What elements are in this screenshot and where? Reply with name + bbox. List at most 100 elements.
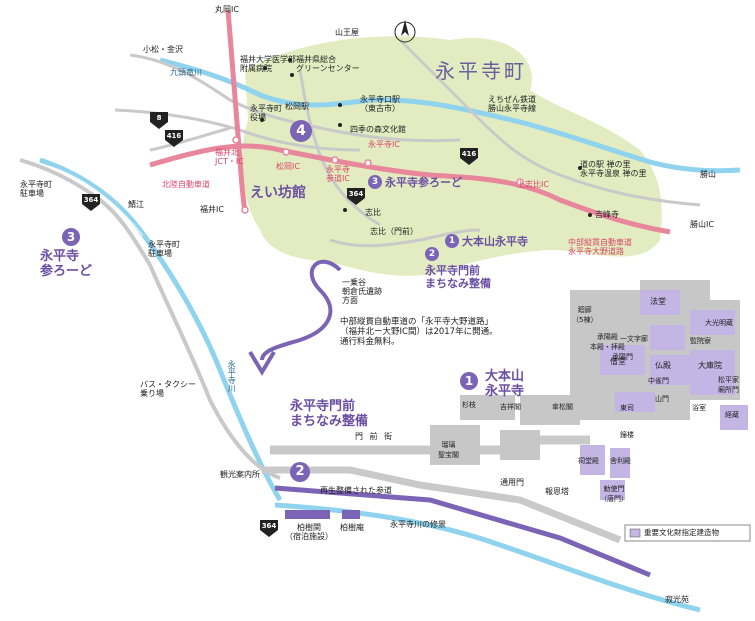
spot-3-big-title: 永平寺 参ろーど <box>40 249 93 279</box>
label-kanko: 観光案内所 <box>220 470 260 479</box>
label-fukui-green: 福井県総合 グリーンセンター <box>296 55 360 74</box>
label-matsuoka-station: 松岡駅 <box>285 102 309 111</box>
label-yamanouchi: 山王屋 <box>335 28 359 37</box>
temple-chuiomon: 中雀門 <box>648 377 669 385</box>
temple-tosu: 東司 <box>620 404 634 412</box>
label-kuzuryu-river: 九頭竜川 <box>170 68 202 77</box>
spot-1-big-marker: 1 <box>460 372 478 390</box>
spot-2-marker: 2 <box>425 247 439 261</box>
road-upper-1 <box>129 53 461 143</box>
spot-2-big-marker: 2 <box>290 462 310 482</box>
label-eiheiji-ic: 永平寺IC <box>368 140 400 149</box>
temple-shariden: 舎利殿 <box>610 457 631 465</box>
label-town-office: 永平寺町 役場 <box>250 104 282 123</box>
kashiwa-kaku-bldg <box>285 510 330 519</box>
spot-2-title: 永平寺門前 まちなみ整備 <box>425 264 491 291</box>
guide-arrow <box>260 259 342 361</box>
label-yoshimine: 吉峰寺 <box>595 210 619 219</box>
temple-sudo: 祠堂殿 <box>578 457 599 465</box>
label-fukui-ic: 福井IC <box>200 205 224 214</box>
label-ichijodani: 一乗谷 朝倉氏遺跡 方面 <box>342 278 382 306</box>
legend-label: 重要文化財指定建造物 <box>644 528 719 537</box>
temple-daikomyozo: 大光明蔵 <box>705 319 733 327</box>
label-hojo: 報恩塔 <box>545 487 569 496</box>
label-matsuoka-ic: 松岡IC <box>276 162 300 171</box>
route-364b-number: 364 <box>83 196 99 204</box>
route-364a-number: 364 <box>348 190 364 198</box>
spot-4-title: えい坊館 <box>250 185 306 201</box>
north-arrow <box>394 20 416 43</box>
label-parking: 永平寺町 駐車場 <box>148 240 180 259</box>
label-kashiwa-an: 柏樹庵 <box>340 523 364 532</box>
temple-matsudaira: 松平家 廟所門 <box>718 376 739 394</box>
town-name: 永平寺町 <box>435 59 527 83</box>
temple-dairi: 大庫院 <box>698 361 722 370</box>
route-364a-shield: 364 <box>345 186 367 206</box>
label-eiheiji-river: 永平寺川 <box>227 360 237 392</box>
temple-yokushitsu: 浴室 <box>692 404 706 412</box>
road-to-temple <box>329 228 481 248</box>
road-upper-3 <box>149 126 231 152</box>
label-kamishihi-ic: 上志比IC <box>517 180 549 189</box>
temple-ichimonjiro: 一文字廊 <box>620 335 648 343</box>
label-monzen-street: 門 前 街 <box>355 432 395 441</box>
temple-chokushimon: 勅使門 （唐門） <box>600 485 628 503</box>
route-364-left <box>19 158 281 480</box>
label-maruoka-ic: 丸岡IC <box>215 5 239 14</box>
kuzuryu-river <box>159 57 741 174</box>
route-416a-shield: 416 <box>163 128 185 148</box>
spot-1-big-title: 大本山 永平寺 <box>485 369 525 399</box>
route-364c-shield: 364 <box>258 518 280 538</box>
sando-road <box>262 466 622 544</box>
cultural-properties <box>580 290 748 500</box>
label-jakkoen: 寂光苑 <box>665 595 689 604</box>
spot-2-big-title: 永平寺門前 まちなみ整備 <box>290 399 369 429</box>
label-chubu-jukan: 中部縦貫自動車道 永平寺大野道路 <box>568 238 632 257</box>
label-koyoshi: 志比 <box>365 208 381 217</box>
label-kashiwa-kaku: 柏樹関 （宿泊施設） <box>285 523 333 542</box>
label-sabae: 鯖江 <box>128 200 144 209</box>
label-fukui-univ: 福井大学医学部 附属病院 <box>240 55 296 74</box>
route-416a-number: 416 <box>166 132 182 140</box>
label-tsuyo: 通用門 <box>500 478 524 487</box>
label-hokuriku-exp: 北陸自動車道 <box>162 180 210 189</box>
spot-3-title: 永平寺参ろーど <box>385 176 462 189</box>
hokuriku-expressway <box>225 9 248 213</box>
label-komatsu: 小松・金沢 <box>143 45 183 54</box>
legend-box <box>624 524 751 542</box>
temple-sanshoro: 傘松閣 <box>552 403 573 411</box>
spot-1-title: 大本山永平寺 <box>462 235 528 248</box>
temple-kyozo: 経蔵 <box>725 411 739 419</box>
route-364b-shield: 364 <box>80 192 102 212</box>
temple-teikyo: 瑠璃 聖宝閣 <box>438 441 459 459</box>
label-michinoeki: 道の駅 禅の里 永平寺温泉 禅の里 <box>580 160 647 179</box>
label-parking-left: 永平寺町 駐車場 <box>20 180 52 199</box>
temple-joyoden: 承陽殿 本殿・拝殿 <box>590 333 625 351</box>
temple-kichijokaku: 吉祥閣 <box>500 403 521 411</box>
eiheiji-river <box>39 157 283 502</box>
label-shiki-no-mori: 四季の森文化館 <box>350 125 406 134</box>
restored-sando-purple <box>274 485 651 578</box>
spot-4-marker: 4 <box>290 120 312 142</box>
eiheiji-river-lower <box>274 502 701 613</box>
temple-butsuden: 仏殿 <box>655 361 671 370</box>
label-bus-taxi: バス・タクシー 乗り場 <box>140 380 196 399</box>
temple-hatto: 法堂 <box>650 297 666 306</box>
temple-sugichi: 杉枝 <box>462 401 476 409</box>
label-eiheiji-guchi: 永平寺口駅 （東古市） <box>360 95 400 114</box>
spot-1-marker: 1 <box>445 234 459 248</box>
chubu-jukan-expressway <box>149 143 671 235</box>
temple-shoro: 鐘楼 <box>620 431 634 439</box>
temple-sanmon: 山門 <box>655 395 669 403</box>
route-364c-number: 364 <box>261 522 277 530</box>
temple-shoyomon: 承陽門 <box>612 353 633 361</box>
eiheiji-town-area <box>242 36 662 276</box>
road-upper-5 <box>398 38 701 207</box>
label-eiheiji-sando-ic: 永平寺 参道IC <box>326 165 350 184</box>
temple-kanin: 監院寮 <box>690 337 711 345</box>
temple-gorou: 廻廊 （5棟） <box>572 306 598 324</box>
kashiwa-an-bldg <box>342 510 360 519</box>
label-katsuyama-ic: 勝山IC <box>690 220 714 229</box>
